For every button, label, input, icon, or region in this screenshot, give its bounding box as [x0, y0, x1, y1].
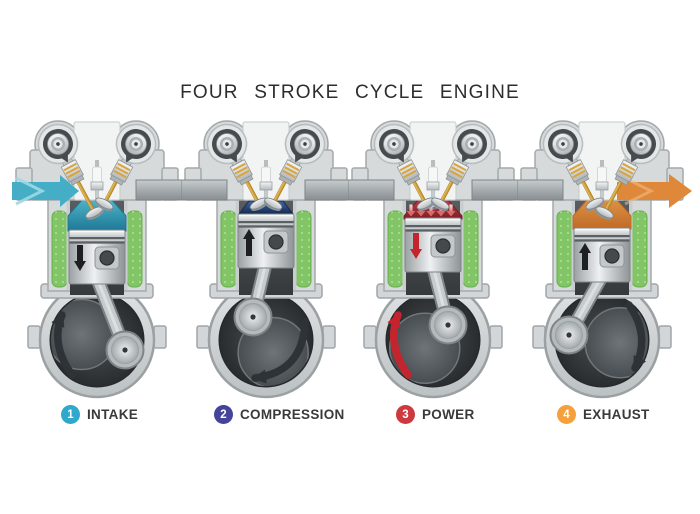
- rotation-arrow: [251, 318, 309, 384]
- valve: [430, 154, 470, 211]
- connecting-rod: [233, 255, 273, 337]
- cam-rocker-icon: [373, 123, 415, 165]
- exhaust-number-badge: 4: [557, 405, 576, 424]
- piston-motion-arrow: [74, 245, 86, 271]
- valve: [94, 154, 134, 211]
- crankcase: [27, 281, 167, 399]
- intake-flow-arrow: [12, 175, 79, 207]
- wrist-pin: [268, 234, 284, 250]
- exhaust-flow-arrow: [617, 174, 692, 208]
- piston-motion-arrow: [579, 243, 591, 270]
- rotation-arrow: [625, 301, 647, 372]
- legend-exhaust: 4 EXHAUST: [557, 405, 650, 424]
- valve: [565, 154, 605, 211]
- piston-motion-arrow: [243, 229, 255, 256]
- intake-number-badge: 1: [61, 405, 80, 424]
- engine-compression: [181, 112, 357, 402]
- engine-cutaway-illustration: [181, 120, 352, 399]
- diagram-title: FOUR STROKE CYCLE ENGINE: [180, 82, 520, 103]
- manifold-pipes: [135, 179, 183, 201]
- power-label: POWER: [422, 407, 475, 422]
- crankcase: [196, 281, 336, 399]
- cam-rocker-icon: [451, 123, 493, 165]
- wrist-pin: [99, 250, 115, 266]
- engine-cutaway-illustration: [348, 120, 519, 399]
- spark-plug: [259, 160, 273, 203]
- wrist-pin: [604, 248, 620, 264]
- rotation-arrow: [387, 311, 412, 379]
- connecting-rod: [426, 259, 468, 345]
- spark-plug: [595, 160, 609, 203]
- crankcase: [532, 281, 672, 399]
- compression-number-badge: 2: [214, 405, 233, 424]
- cam-rocker-icon: [284, 123, 326, 165]
- piston: [68, 229, 126, 285]
- cam-rocker-icon: [620, 123, 662, 165]
- piston-motion-arrow: [410, 233, 422, 259]
- engine-exhaust: [517, 112, 693, 402]
- exhaust-label: EXHAUST: [583, 407, 650, 422]
- piston: [404, 217, 462, 273]
- piston: [237, 213, 295, 269]
- cam-rocker-icon: [206, 123, 248, 165]
- manifold-pipes: [517, 179, 564, 201]
- engine-cutaway-illustration: [517, 120, 692, 399]
- spark-plug: [90, 160, 104, 203]
- compression-label: COMPRESSION: [240, 407, 345, 422]
- cam-rocker-icon: [115, 123, 157, 165]
- cam-rocker-icon: [37, 123, 79, 165]
- intake-label: INTAKE: [87, 407, 139, 422]
- power-number-badge: 3: [396, 405, 415, 424]
- crankcase: [363, 281, 503, 399]
- connecting-rod: [90, 271, 145, 370]
- piston: [573, 227, 631, 283]
- rotation-arrow: [51, 311, 76, 379]
- manifold-pipes: [348, 179, 519, 201]
- valve: [595, 154, 639, 220]
- engine-cutaway-illustration: [12, 120, 183, 399]
- wrist-pin: [435, 238, 451, 254]
- connecting-rod: [549, 269, 609, 355]
- manifold-pipes: [181, 179, 352, 201]
- cam-rocker-icon: [542, 123, 584, 165]
- engine-power: [348, 112, 524, 402]
- legend-power: 3 POWER: [396, 405, 475, 424]
- legend-compression: 2 COMPRESSION: [214, 405, 345, 424]
- legend-intake: 1 INTAKE: [61, 405, 138, 424]
- engine-intake: [12, 112, 188, 402]
- valve: [229, 154, 269, 211]
